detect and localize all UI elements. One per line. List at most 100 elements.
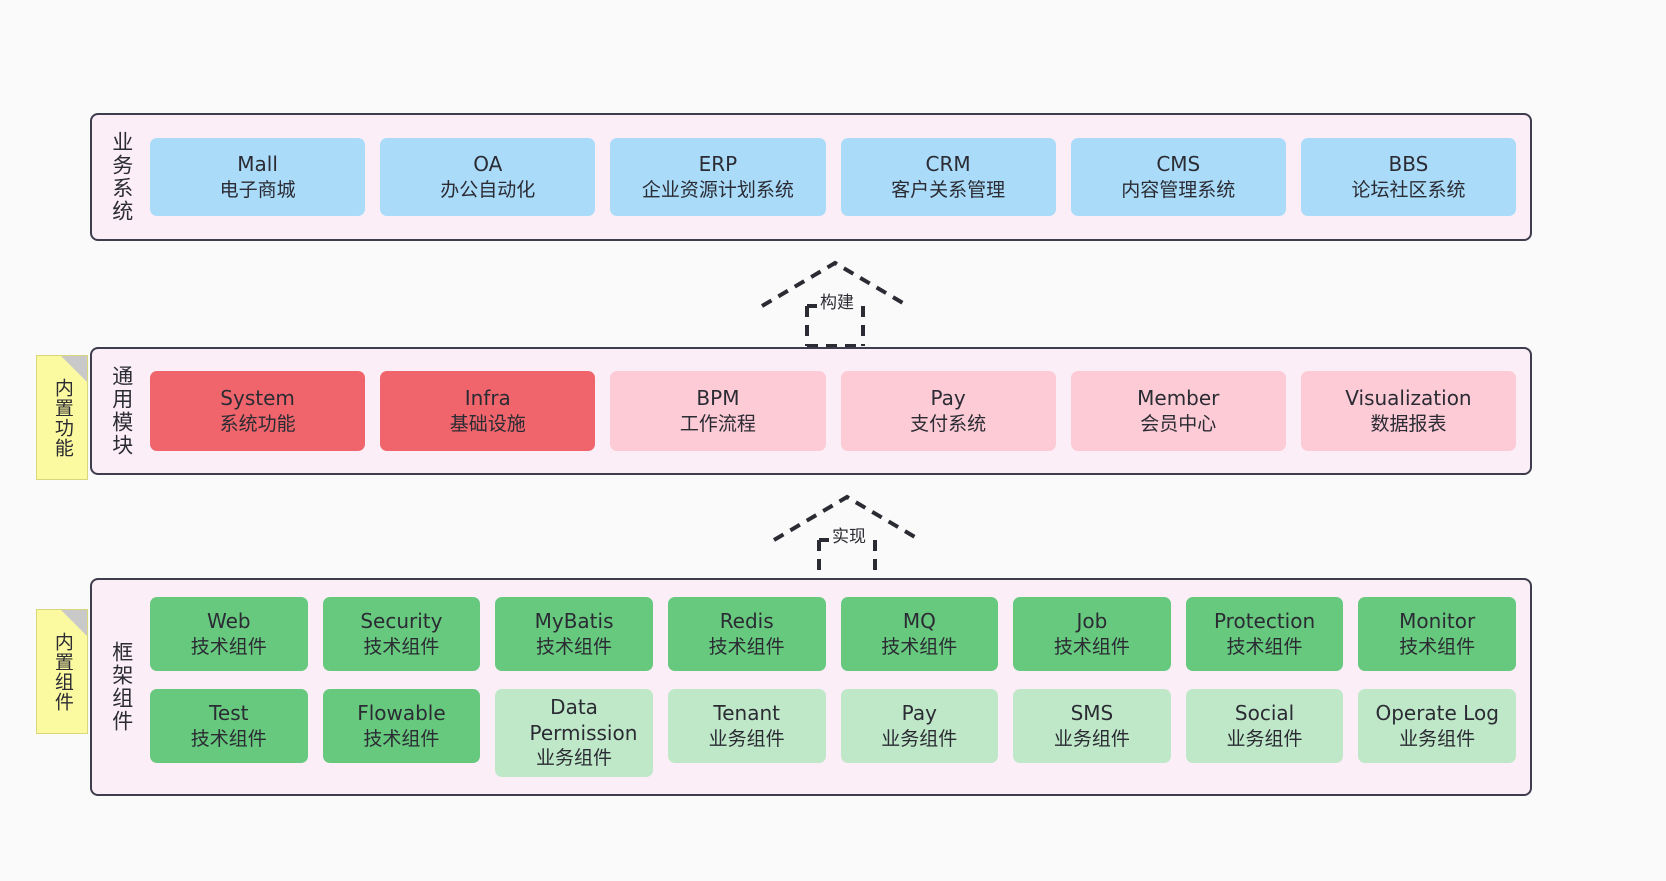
row-business-systems: Mall 电子商城 OA 办公自动化 ERP 企业资源计划系统 CRM 客户关系…	[150, 138, 1517, 216]
node-erp[interactable]: ERP 企业资源计划系统	[610, 138, 826, 216]
node-mq[interactable]: MQ 技术组件	[840, 597, 999, 671]
node-title: Web	[207, 609, 251, 634]
layer-title-framework-component: 框架组件	[109, 641, 134, 733]
row-business-components: Test 技术组件 Flowable 技术组件 Data Permission …	[150, 689, 1516, 777]
layer-title-common-module: 通用模块	[109, 365, 134, 457]
node-infra[interactable]: Infra 基础设施	[380, 371, 596, 451]
node-subtitle: 业务组件	[1226, 727, 1303, 750]
node-data-permission[interactable]: Data Permission 业务组件	[495, 689, 653, 777]
node-sms[interactable]: SMS 业务组件	[1013, 689, 1171, 763]
node-member[interactable]: Member 会员中心	[1070, 371, 1286, 451]
node-subtitle: 技术组件	[190, 635, 267, 658]
node-flowable[interactable]: Flowable 技术组件	[322, 689, 481, 763]
node-bpm[interactable]: BPM 工作流程	[610, 371, 826, 451]
node-title: Visualization	[1345, 386, 1472, 411]
folded-corner-icon	[61, 356, 87, 382]
node-operate-log[interactable]: Operate Log 业务组件	[1358, 689, 1516, 763]
node-job[interactable]: Job 技术组件	[1013, 597, 1171, 671]
row-tech-components: Web 技术组件 Security 技术组件 MyBatis 技术组件 Redi…	[150, 597, 1516, 671]
node-subtitle: 业务组件	[1399, 727, 1476, 750]
node-redis[interactable]: Redis 技术组件	[667, 597, 826, 671]
node-title: Monitor	[1399, 609, 1476, 634]
node-title: MyBatis	[534, 609, 614, 634]
layer-title-business-system: 业务系统	[109, 131, 134, 223]
node-subtitle: 技术组件	[1053, 635, 1130, 658]
node-test[interactable]: Test 技术组件	[150, 689, 308, 763]
node-monitor[interactable]: Monitor 技术组件	[1358, 597, 1516, 671]
node-subtitle: 工作流程	[679, 412, 756, 435]
node-title: BPM	[696, 386, 740, 411]
node-title: Data Permission	[529, 695, 638, 745]
node-title: CMS	[1156, 152, 1201, 177]
sticky-note-builtin-components: 内置组件	[36, 609, 88, 734]
row-common-modules: System 系统功能 Infra 基础设施 BPM 工作流程 Pay 支付系统…	[150, 371, 1517, 451]
layer-common-module: 通用模块 System 系统功能 Infra 基础设施 BPM 工作流程 Pay…	[90, 347, 1532, 475]
node-title: Social	[1234, 701, 1295, 726]
layer-body-common-module: System 系统功能 Infra 基础设施 BPM 工作流程 Pay 支付系统…	[150, 349, 1530, 473]
node-subtitle: 技术组件	[363, 635, 440, 658]
node-title: Redis	[719, 609, 774, 634]
node-title: Flowable	[357, 701, 446, 726]
node-title: Infra	[464, 386, 511, 411]
arrowhead-open-triangle	[760, 260, 910, 308]
node-subtitle: 业务组件	[881, 727, 958, 750]
node-system[interactable]: System 系统功能	[150, 371, 366, 451]
node-subtitle: 技术组件	[1226, 635, 1303, 658]
node-title: Pay	[930, 386, 966, 411]
sticky-note-label: 内置组件	[51, 631, 74, 712]
node-subtitle: 业务组件	[708, 727, 785, 750]
connector-implement: 实现	[772, 492, 922, 582]
node-subtitle: 会员中心	[1140, 412, 1217, 435]
node-subtitle: 客户关系管理	[891, 178, 1006, 201]
node-subtitle: 技术组件	[363, 727, 440, 750]
node-bbs[interactable]: BBS 论坛社区系统	[1300, 138, 1517, 216]
node-social[interactable]: Social 业务组件	[1185, 689, 1344, 763]
node-subtitle: 业务组件	[536, 747, 613, 770]
node-protection[interactable]: Protection 技术组件	[1185, 597, 1344, 671]
node-title: SMS	[1070, 701, 1114, 726]
layer-body-business-system: Mall 电子商城 OA 办公自动化 ERP 企业资源计划系统 CRM 客户关系…	[150, 115, 1530, 239]
node-subtitle: 电子商城	[219, 178, 296, 201]
sticky-note-builtin-features: 内置功能	[36, 355, 88, 480]
node-oa[interactable]: OA 办公自动化	[380, 138, 596, 216]
node-subtitle: 办公自动化	[440, 178, 536, 201]
node-crm[interactable]: CRM 客户关系管理	[840, 138, 1056, 216]
node-title: Test	[209, 701, 249, 726]
node-web[interactable]: Web 技术组件	[150, 597, 308, 671]
node-title: Security	[360, 609, 443, 634]
layer-business-system: 业务系统 Mall 电子商城 OA 办公自动化 ERP 企业资源计划系统 CRM…	[90, 113, 1532, 241]
node-cms[interactable]: CMS 内容管理系统	[1070, 138, 1286, 216]
node-title: Member	[1137, 386, 1220, 411]
node-security[interactable]: Security 技术组件	[322, 597, 481, 671]
node-title: ERP	[698, 152, 738, 177]
node-pay-component[interactable]: Pay 业务组件	[840, 689, 999, 763]
connector-build: 构建	[760, 258, 910, 348]
node-visualization[interactable]: Visualization 数据报表	[1300, 371, 1517, 451]
node-title: MQ	[902, 609, 936, 634]
layer-body-framework-component: Web 技术组件 Security 技术组件 MyBatis 技术组件 Redi…	[150, 580, 1530, 794]
folded-corner-icon	[61, 610, 87, 636]
node-title: OA	[473, 152, 503, 177]
node-subtitle: 技术组件	[190, 727, 267, 750]
node-subtitle: 数据报表	[1370, 412, 1447, 435]
node-title: Job	[1076, 609, 1108, 634]
node-title: CRM	[925, 152, 971, 177]
node-pay[interactable]: Pay 支付系统	[840, 371, 1056, 451]
connector-build-label: 构建	[817, 288, 857, 313]
node-tenant[interactable]: Tenant 业务组件	[667, 689, 826, 763]
node-mall[interactable]: Mall 电子商城	[150, 138, 366, 216]
node-subtitle: 论坛社区系统	[1351, 178, 1466, 201]
node-title: Operate Log	[1375, 701, 1499, 726]
node-subtitle: 技术组件	[881, 635, 958, 658]
node-title: BBS	[1388, 152, 1429, 177]
connector-implement-label: 实现	[829, 522, 869, 547]
node-subtitle: 系统功能	[219, 412, 296, 435]
node-mybatis[interactable]: MyBatis 技术组件	[495, 597, 653, 671]
node-title: System	[220, 386, 295, 411]
node-subtitle: 业务组件	[1053, 727, 1130, 750]
node-subtitle: 企业资源计划系统	[641, 178, 794, 201]
arrowhead-open-triangle	[772, 494, 922, 542]
node-title: Protection	[1213, 609, 1316, 634]
node-subtitle: 基础设施	[449, 412, 526, 435]
